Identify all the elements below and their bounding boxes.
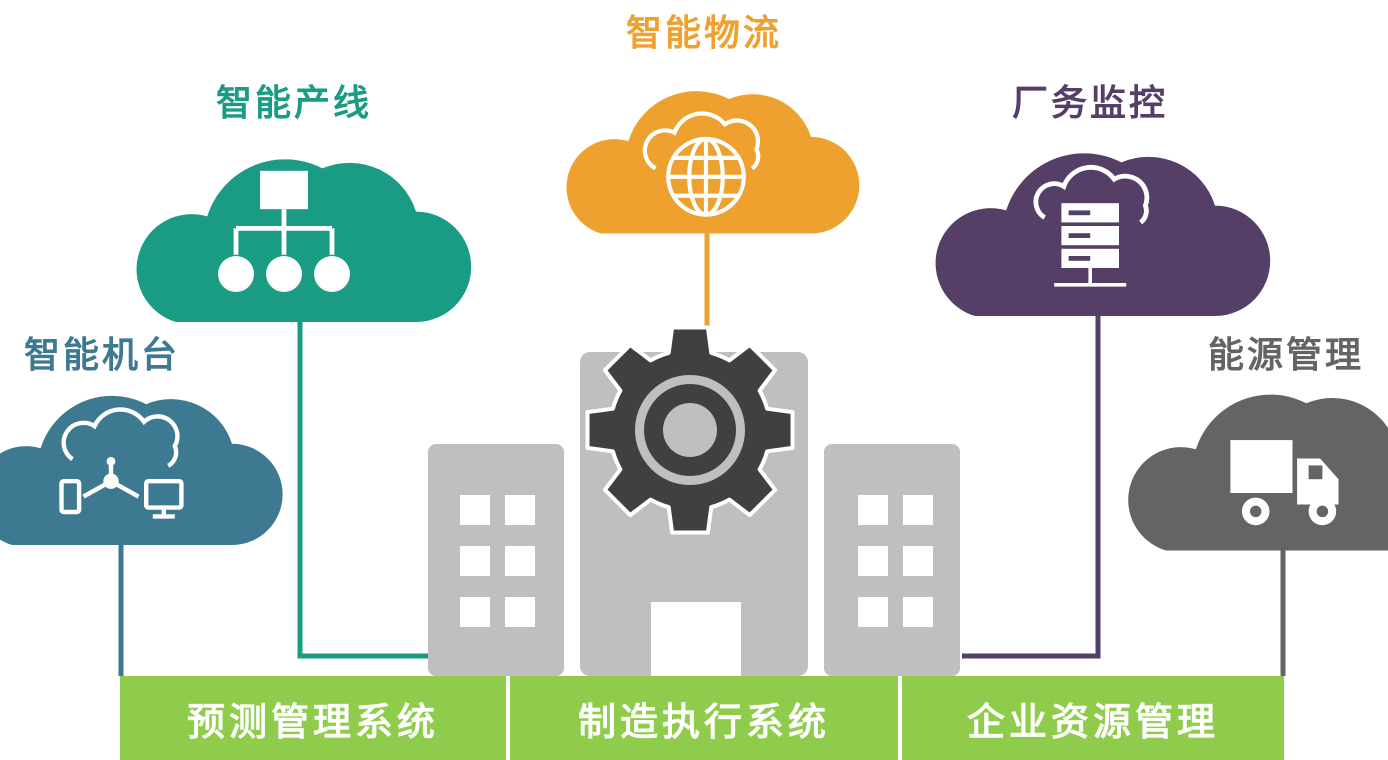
cloud-line xyxy=(136,159,472,323)
factory-building xyxy=(428,325,960,676)
gear-icon xyxy=(585,325,795,535)
bar-divider xyxy=(506,676,510,760)
truck-icon xyxy=(1230,440,1339,526)
building-right-wing xyxy=(824,444,960,676)
building-door xyxy=(651,602,741,676)
system-forecast-management: 预测管理系统 xyxy=(120,676,506,760)
system-enterprise-resource: 企业资源管理 xyxy=(902,676,1284,760)
label-smart-machine: 智能机台 xyxy=(24,335,181,376)
bar-divider xyxy=(898,676,902,760)
label-plant-monitoring: 厂务监控 xyxy=(1012,83,1169,124)
cloud-machine xyxy=(0,395,283,545)
connector-line xyxy=(297,300,430,659)
cloud-monitor xyxy=(935,153,1271,317)
building-left-wing xyxy=(428,444,564,676)
system-manufacturing-execution: 制造执行系统 xyxy=(510,676,898,760)
label-smart-line: 智能产线 xyxy=(216,83,373,124)
globe-icon xyxy=(642,111,761,217)
label-energy-management: 能源管理 xyxy=(1208,335,1365,376)
hierarchy-icon xyxy=(218,170,350,292)
server-icon xyxy=(1033,164,1150,287)
label-smart-logistics: 智能物流 xyxy=(626,13,783,54)
cloud-energy xyxy=(1128,394,1388,551)
cloud-logistics xyxy=(566,91,860,234)
connector-monitor xyxy=(962,300,1101,659)
systems-bar: 预测管理系统 制造执行系统 企业资源管理 xyxy=(120,676,1284,760)
left-windows xyxy=(460,495,535,627)
right-windows xyxy=(858,495,933,627)
